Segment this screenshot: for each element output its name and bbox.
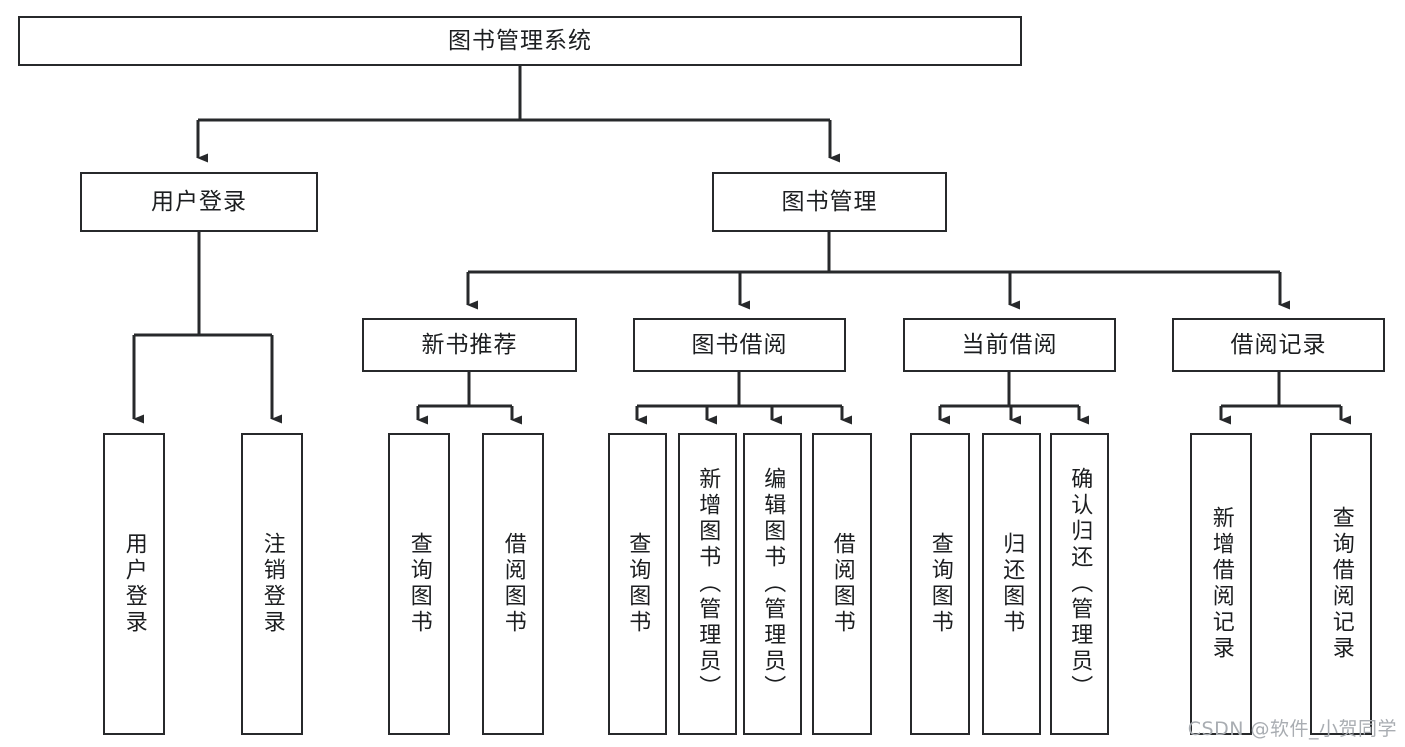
node-leaf-logout-label: 注销登录: [259, 532, 285, 636]
node-leaf-edit-book-label: 编辑图书（管理员）: [760, 467, 786, 701]
node-leaf-logout[interactable]: 注销登录: [241, 433, 303, 735]
node-leaf-query-record[interactable]: 查询借阅记录: [1310, 433, 1372, 735]
node-leaf-return-book[interactable]: 归还图书: [982, 433, 1041, 735]
node-leaf-borrow-book-2-label: 借阅图书: [829, 532, 855, 636]
node-leaf-borrow-book-2[interactable]: 借阅图书: [812, 433, 872, 735]
node-new-book-recommend-label: 新书推荐: [421, 331, 518, 358]
node-leaf-add-book-label: 新增图书（管理员）: [695, 467, 721, 701]
node-leaf-query-book-3-label: 查询图书: [927, 532, 953, 636]
node-borrow-record-label: 借阅记录: [1230, 331, 1327, 358]
node-new-book-recommend[interactable]: 新书推荐: [362, 318, 577, 372]
node-user-login-label: 用户登录: [151, 188, 247, 215]
node-leaf-query-book-1[interactable]: 查询图书: [388, 433, 450, 735]
node-leaf-add-record[interactable]: 新增借阅记录: [1190, 433, 1252, 735]
node-book-borrow-label: 图书借阅: [691, 331, 788, 358]
node-user-login[interactable]: 用户登录: [80, 172, 318, 232]
node-leaf-query-record-label: 查询借阅记录: [1328, 506, 1354, 662]
node-leaf-return-book-label: 归还图书: [999, 532, 1025, 636]
node-leaf-confirm-return-label: 确认归还（管理员）: [1067, 467, 1093, 701]
node-leaf-borrow-book-1[interactable]: 借阅图书: [482, 433, 544, 735]
node-leaf-add-book[interactable]: 新增图书（管理员）: [678, 433, 737, 735]
node-root-label: 图书管理系统: [448, 27, 592, 54]
node-book-manage-label: 图书管理: [781, 188, 878, 215]
node-leaf-edit-book[interactable]: 编辑图书（管理员）: [743, 433, 802, 735]
node-leaf-add-record-label: 新增借阅记录: [1208, 506, 1234, 662]
node-leaf-query-book-1-label: 查询图书: [406, 532, 432, 636]
node-book-borrow[interactable]: 图书借阅: [633, 318, 846, 372]
node-leaf-borrow-book-1-label: 借阅图书: [500, 532, 526, 636]
node-borrow-record[interactable]: 借阅记录: [1172, 318, 1385, 372]
node-current-borrow[interactable]: 当前借阅: [903, 318, 1116, 372]
node-root[interactable]: 图书管理系统: [18, 16, 1022, 66]
node-book-manage[interactable]: 图书管理: [712, 172, 947, 232]
node-leaf-query-book-2-label: 查询图书: [625, 532, 651, 636]
node-current-borrow-label: 当前借阅: [961, 331, 1058, 358]
node-leaf-user-login[interactable]: 用户登录: [103, 433, 165, 735]
node-leaf-user-login-label: 用户登录: [121, 532, 147, 636]
node-leaf-query-book-3[interactable]: 查询图书: [910, 433, 970, 735]
node-leaf-confirm-return[interactable]: 确认归还（管理员）: [1050, 433, 1109, 735]
node-leaf-query-book-2[interactable]: 查询图书: [608, 433, 667, 735]
